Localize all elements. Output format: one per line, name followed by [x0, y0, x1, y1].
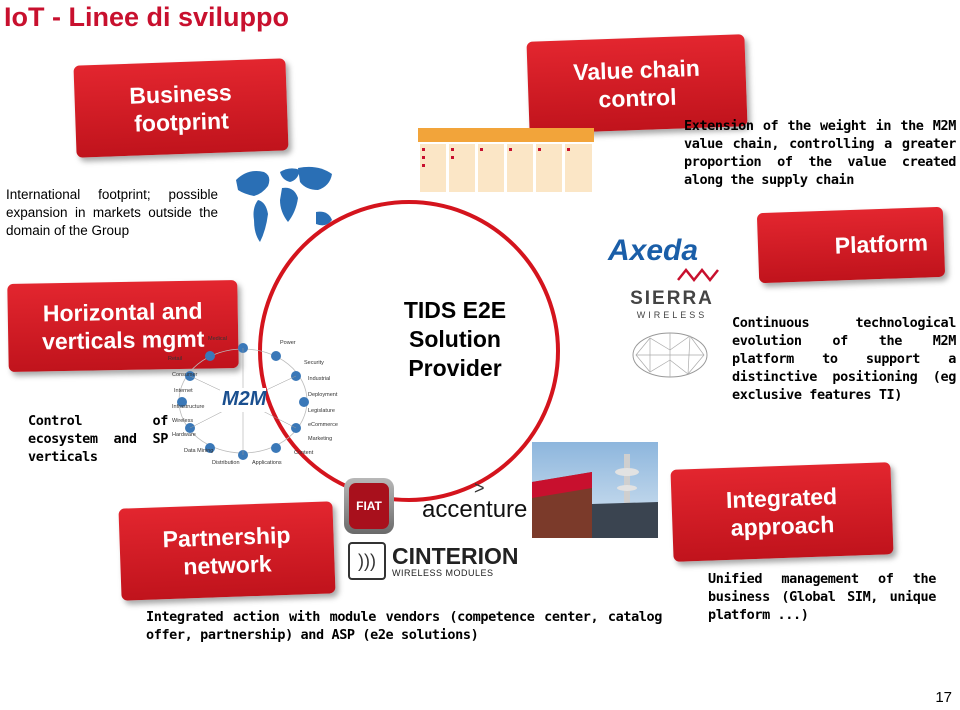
telecom-building-photo: [532, 442, 658, 538]
m2m-node-label: Power: [280, 340, 296, 346]
m2m-node-label: Legislature: [308, 408, 335, 414]
partnership-box: Partnership network: [118, 501, 336, 601]
m2m-node-label: Distribution: [212, 460, 240, 466]
network-mesh-image: [632, 332, 708, 378]
sierra-logo-sub: WIRELESS: [636, 310, 708, 320]
page-number: 17: [935, 689, 952, 706]
platform-box: Platform: [756, 206, 946, 284]
m2m-node-label: Consumer: [172, 372, 198, 378]
m2m-logo: M2M: [222, 388, 267, 410]
m2m-node-label: Hardware: [172, 432, 196, 438]
m2m-node-label: Marketing: [308, 436, 333, 442]
m2m-node-label: Data Mining: [184, 448, 214, 454]
cinterion-logo-sub: WIRELESS MODULES: [392, 567, 494, 578]
sierra-wireless-logo: SIERRA WIRELESS: [628, 288, 716, 320]
m2m-node-label: Infrastructure: [172, 404, 205, 410]
sierra-wave-icon: [677, 267, 719, 283]
m2m-node-label: Medical: [208, 336, 227, 342]
m2m-node-label: Internet: [174, 388, 193, 394]
cinterion-wave-icon: ))): [348, 542, 386, 580]
accenture-logo-text: accenture: [422, 496, 528, 523]
business-footprint-label: Business footprint: [128, 79, 233, 137]
integrated-text: Unified management of the business (Glob…: [708, 571, 936, 623]
m2m-node-label: Industrial: [308, 376, 331, 382]
axeda-logo-text: Axeda: [608, 234, 699, 267]
fiat-logo-text: FIAT: [356, 499, 382, 513]
m2m-node-label: Deployment: [308, 392, 338, 398]
m2m-node-label: eCommerce: [308, 422, 338, 428]
value-chain-label: Value chain control: [572, 54, 701, 113]
center-label: TIDS E2E Solution Provider: [403, 297, 507, 381]
m2m-node-label: Wireless: [172, 418, 194, 424]
m2m-node-label: Security: [304, 360, 324, 366]
axeda-logo: Axeda: [608, 234, 698, 268]
m2m-node-label: Retail: [168, 356, 183, 362]
platform-text: Continuous technological evolution of th…: [732, 315, 956, 403]
m2m-node-label: Content: [294, 450, 314, 456]
fiat-badge: FIAT: [349, 483, 389, 529]
partnership-label: Partnership network: [162, 521, 291, 580]
page-title: IoT - Linee di sviluppo: [4, 2, 290, 32]
center-circle: [258, 200, 560, 502]
cinterion-logo-text: CINTERION: [392, 542, 519, 569]
integrated-approach-box: Integrated approach: [670, 462, 894, 562]
m2m-node-label: Applications: [252, 460, 282, 466]
horizontal-text: Control of ecosystem and SP verticals: [28, 413, 168, 465]
sierra-logo-text: SIERRA: [630, 288, 714, 309]
value-chain-table-image: [418, 128, 594, 194]
accenture-chevron-icon: >: [474, 478, 485, 498]
accenture-logo: > accenture: [422, 478, 528, 524]
integrated-approach-label: Integrated approach: [725, 483, 838, 541]
fiat-logo: FIAT: [344, 478, 394, 534]
business-footprint-box: Business footprint: [73, 58, 289, 158]
cinterion-logo: ))) CINTERION WIRELESS MODULES: [348, 542, 519, 580]
partnership-text: Integrated action with module vendors (c…: [146, 609, 662, 643]
world-map-image: [236, 166, 332, 242]
business-text: International footprint; possible expans…: [6, 187, 218, 238]
value-chain-text: Extension of the weight in the M2M value…: [684, 118, 956, 188]
m2m-ecosystem-diagram: [177, 343, 309, 460]
platform-label: Platform: [834, 229, 929, 259]
